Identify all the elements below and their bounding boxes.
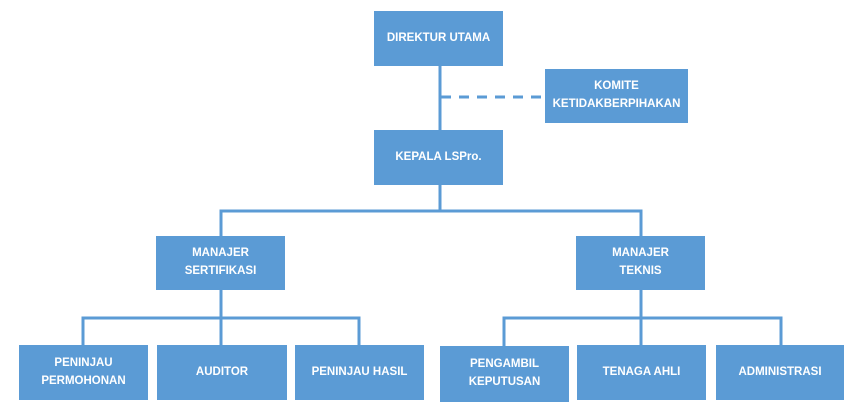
- node-manajer-teknis: MANAJER TEKNIS: [576, 236, 705, 290]
- node-tenaga-ahli: TENAGA AHLI: [577, 345, 706, 400]
- line-kepala-managers: [219, 209, 643, 236]
- node-peninjau-hasil: PENINJAU HASIL: [295, 345, 424, 400]
- node-administrasi: ADMINISTRASI: [716, 345, 844, 400]
- node-auditor: AUDITOR: [157, 345, 287, 400]
- node-direktur-utama: DIREKTUR UTAMA: [374, 11, 503, 66]
- node-pengambil-keputusan: PENGAMBIL KEPUTUSAN: [440, 346, 569, 402]
- node-peninjau-permohonan: PENINJAU PERMOHONAN: [19, 345, 148, 400]
- node-kepala-lspro: KEPALA LSPro.: [374, 130, 503, 185]
- node-manajer-sertifikasi: MANAJER SERTIFIKASI: [156, 236, 285, 290]
- node-komite-ketidakberpihakan: KOMITE KETIDAKBERPIHAKAN: [545, 69, 688, 123]
